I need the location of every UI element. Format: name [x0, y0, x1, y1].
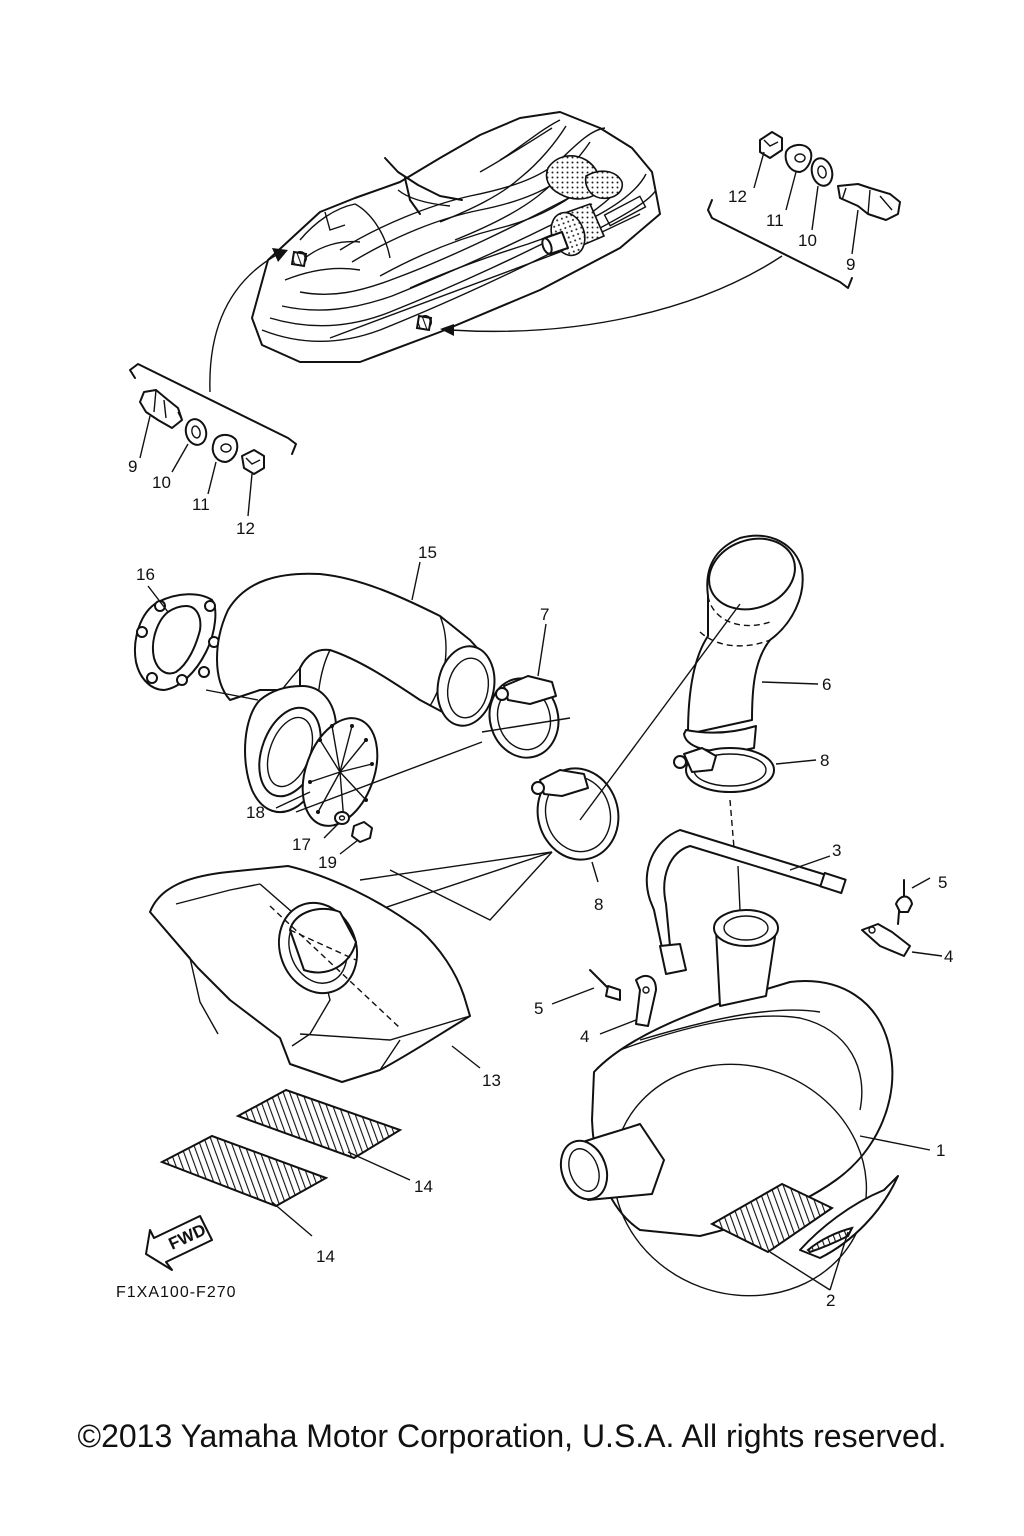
diagram-code: F1XA100-F270 [116, 1284, 237, 1301]
callout-19: 19 [318, 853, 337, 872]
callout-10-right: 10 [798, 231, 817, 250]
callout-11-right: 11 [766, 211, 784, 230]
part-18-flange-and-gasket [244, 685, 379, 827]
part-16-flange-ring [134, 585, 220, 691]
callout-12-right: 12 [728, 187, 747, 206]
callout-6: 6 [822, 675, 831, 694]
callout-15: 15 [418, 543, 437, 562]
callout-9-right: 9 [846, 255, 855, 274]
callout-8-lower: 8 [594, 895, 603, 914]
part-8-lower-clamp [531, 767, 620, 883]
callout-16: 16 [136, 565, 155, 584]
callout-1: 1 [936, 1141, 945, 1160]
callout-5-left: 5 [534, 999, 543, 1018]
fwd-arrow: FWD [145, 1215, 213, 1271]
part-14-pads [159, 1088, 411, 1237]
callout-4-left: 4 [580, 1027, 589, 1046]
callout-10-left: 10 [152, 473, 171, 492]
callout-5-right: 5 [938, 873, 947, 892]
callout-18: 18 [246, 803, 265, 822]
callout-17: 17 [292, 835, 311, 854]
part-6-exhaust-tube [683, 534, 819, 753]
callout-4-right: 4 [944, 947, 953, 966]
assembly-lines [205, 603, 741, 925]
callout-14-lower: 14 [316, 1247, 335, 1266]
parts-17-19-nut-washer [323, 811, 373, 855]
callout-12-left: 12 [236, 519, 255, 538]
callout-2: 2 [826, 1291, 835, 1310]
callout-labels: 1 2 3 4 4 5 5 6 7 8 8 9 9 10 10 11 11 12… [128, 187, 953, 1310]
left-mount-hardware-group [129, 363, 297, 517]
part-3-strap [645, 829, 847, 975]
right-mount-hardware-group [707, 131, 901, 289]
parts-4-5-brackets-rivets [551, 877, 943, 1035]
part-8-upper-clamp [673, 747, 817, 793]
part-7-hose-clamp [488, 623, 560, 759]
callout-14-upper: 14 [414, 1177, 433, 1196]
part-13-exhaust-cover [149, 865, 481, 1083]
copyright-notice: ©2013 Yamaha Motor Corporation, U.S.A. A… [77, 1418, 947, 1454]
callout-8-upper: 8 [820, 751, 829, 770]
callout-11-left: 11 [192, 495, 210, 514]
callout-13: 13 [482, 1071, 501, 1090]
part-15-exhaust-elbow [216, 561, 496, 741]
part-2-muffler-pads [709, 1175, 899, 1291]
callout-9-left: 9 [128, 457, 137, 476]
part-1-muffler [559, 909, 931, 1297]
callout-7: 7 [540, 605, 549, 624]
watercraft-illustration [209, 111, 783, 393]
callout-3: 3 [832, 841, 841, 860]
